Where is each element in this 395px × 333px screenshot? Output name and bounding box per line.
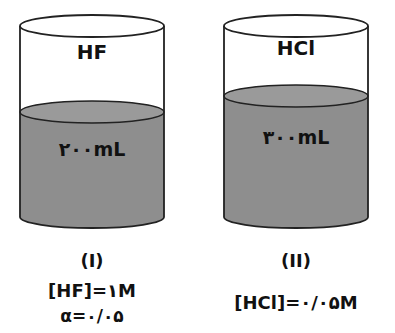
beaker-rim (224, 15, 368, 37)
beaker-wall (224, 26, 368, 217)
concentration-label: [HF]=۱M (48, 280, 136, 301)
liquid (20, 101, 164, 228)
beaker-wall (20, 26, 164, 217)
beaker: HF ۲۰۰mL (18, 14, 166, 230)
beaker: HCl ۳۰۰mL (222, 14, 370, 230)
concentration-label: [HCl]=۰/۰۵M (234, 292, 357, 313)
volume-label: ۳۰۰mL (263, 126, 330, 148)
liquid (224, 85, 368, 228)
beaker-bottom (224, 217, 368, 228)
beaker-rim (20, 15, 164, 37)
solution-name: HCl (277, 36, 315, 60)
beaker-bottom (20, 217, 164, 228)
beaker-number: (II) (281, 250, 311, 271)
solution-name: HF (77, 40, 107, 64)
volume-label: ۲۰۰mL (59, 138, 126, 160)
concentration-label: α=۰/۰۵ (60, 306, 123, 326)
beaker-number: (I) (80, 250, 103, 271)
liquid-surface (20, 101, 164, 123)
liquid-surface (224, 85, 368, 107)
